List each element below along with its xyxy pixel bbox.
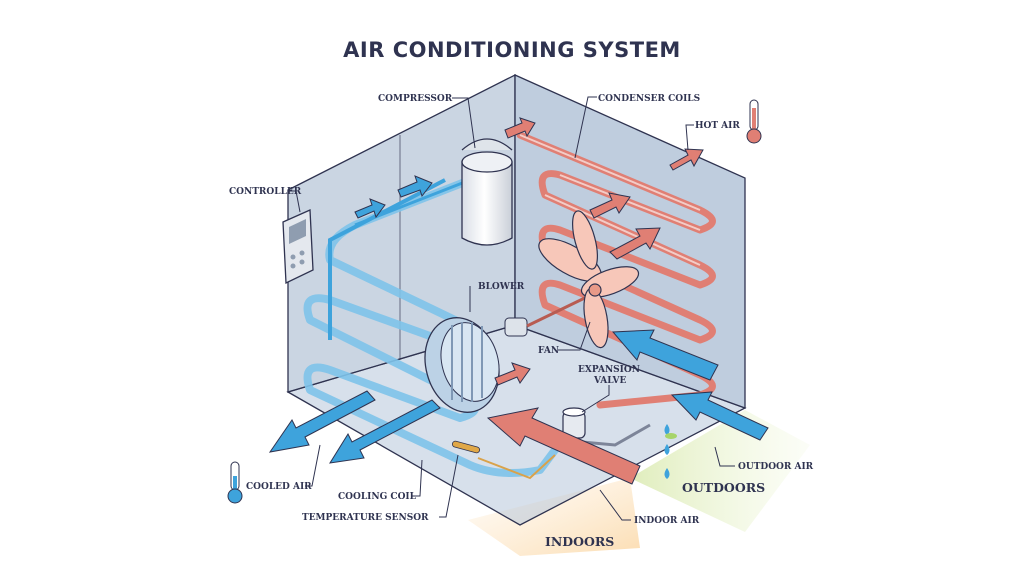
compressor <box>461 138 513 246</box>
label-hot-air: HOT AIR <box>695 121 740 131</box>
hot-air-arrows <box>486 117 704 485</box>
diagram-title: AIR CONDITIONING SYSTEM <box>343 38 681 62</box>
outdoor-air-arrow-lower <box>670 391 769 441</box>
label-compressor: COMPRESSOR <box>378 94 453 104</box>
controller <box>282 209 314 285</box>
label-indoors: INDOORS <box>545 534 614 549</box>
thermometer-hot-icon <box>746 99 762 144</box>
cooled-air-arrow-right <box>329 399 441 464</box>
water-drops <box>664 424 677 479</box>
condenser-coils <box>516 131 716 409</box>
cold-air-arrow-2 <box>397 175 433 198</box>
label-expansion: EXPANSION <box>578 365 640 375</box>
label-condenser-coils: CONDENSER COILS <box>598 94 700 104</box>
hot-air-arrow-compressor <box>504 117 536 139</box>
label-fan: FAN <box>538 346 559 356</box>
expansion-valve <box>562 407 586 439</box>
blower <box>424 291 596 413</box>
hot-air-arrow-exhaust <box>669 148 704 171</box>
label-outdoor-air: OUTDOOR AIR <box>738 462 814 472</box>
outdoors-zone <box>630 410 810 532</box>
cold-air-arrows <box>268 175 769 464</box>
label-blower: BLOWER <box>478 282 525 292</box>
label-outdoors: OUTDOORS <box>682 480 765 495</box>
label-valve: VALVE <box>593 376 627 386</box>
label-indoor-air: INDOOR AIR <box>634 516 700 526</box>
label-cooled-air: COOLED AIR <box>246 482 312 492</box>
label-temperature-sensor: TEMPERATURE SENSOR <box>302 513 429 523</box>
thermometer-cold-icon <box>227 461 243 504</box>
label-cooling-coil: COOLING COIL <box>338 492 417 502</box>
hot-air-arrow-coil-2 <box>609 227 661 260</box>
indoor-air-arrow-upper <box>494 362 531 386</box>
hot-air-arrow-coil-1 <box>589 192 631 219</box>
cooled-air-arrow-left <box>268 390 376 453</box>
indoors-zone <box>468 478 640 556</box>
leader-lines <box>289 96 735 521</box>
refrigerant-line <box>328 178 446 340</box>
temperature-sensor <box>451 440 481 454</box>
cold-air-arrow-1 <box>354 198 386 219</box>
indoor-air-arrow-large <box>486 407 641 485</box>
outdoor-air-arrow-upper <box>611 329 719 381</box>
label-controller: CONTROLLER <box>229 187 302 197</box>
fan <box>538 210 640 349</box>
